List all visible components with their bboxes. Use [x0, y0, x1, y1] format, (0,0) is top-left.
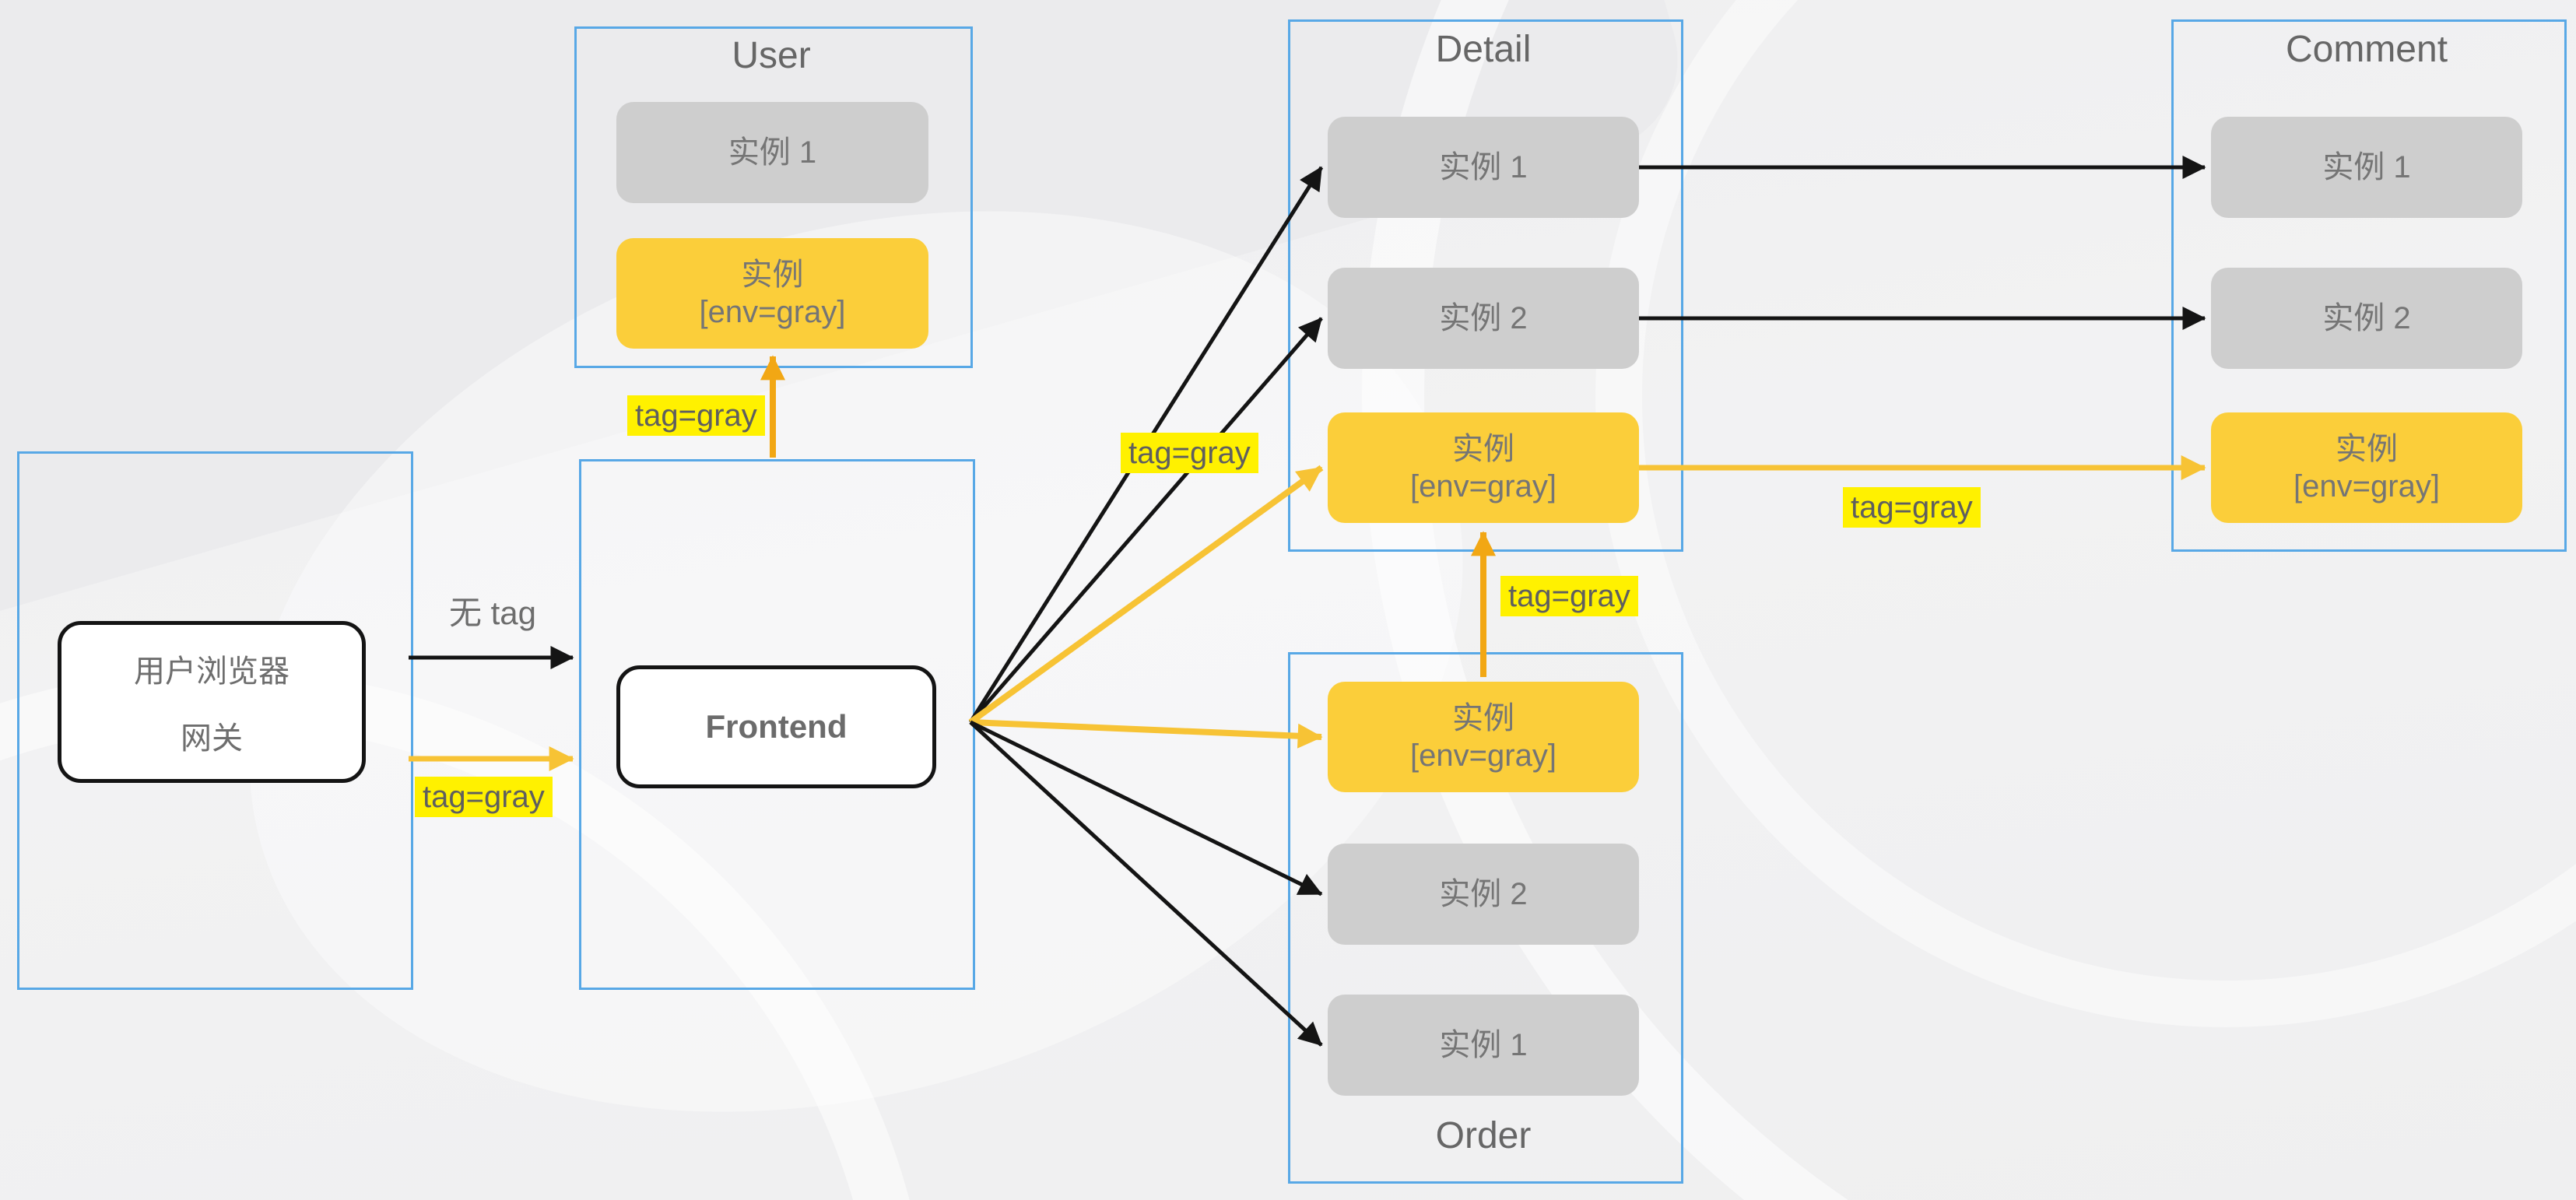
user-instance-gray-release: 实例 [env=gray]	[616, 238, 928, 349]
instance-label: 实例 2	[1439, 301, 1528, 335]
instance-label: 实例 1	[1439, 150, 1528, 184]
instance-label: 实例 2	[2322, 301, 2411, 335]
detail-instance-gray-release: 实例 [env=gray]	[1328, 412, 1639, 523]
detail-instance-2: 实例 2	[1328, 268, 1639, 369]
order-instance-2: 实例 2	[1328, 844, 1639, 945]
label-tag-gray-comment: tag=gray	[1843, 487, 1981, 528]
comment-instance-2: 实例 2	[2211, 268, 2522, 369]
label-tag-gray-order-detail: tag=gray	[1500, 576, 1638, 616]
instance-label: 实例	[741, 258, 804, 292]
frontend-label: Frontend	[705, 708, 848, 745]
detail-instance-1: 实例 1	[1328, 117, 1639, 218]
instance-label: 实例 2	[1439, 877, 1528, 911]
edge-frontend-detail-inst2	[969, 317, 1323, 724]
service-user-title: User	[732, 35, 811, 76]
instance-env-label: [env=gray]	[2293, 469, 2440, 504]
service-comment-title: Comment	[2285, 29, 2448, 70]
edge-frontend-order-inst1	[969, 721, 1323, 1047]
label-no-tag: 无 tag	[448, 595, 537, 631]
gateway-label-gateway: 网关	[181, 721, 243, 756]
edge-frontend-detail-gray	[968, 465, 1324, 725]
service-comment-container	[2171, 19, 2567, 552]
instance-label: 实例 1	[2322, 150, 2411, 184]
service-order-title: Order	[1435, 1115, 1532, 1156]
label-tag-gray-gateway: tag=gray	[415, 777, 553, 817]
instance-env-label: [env=gray]	[1410, 469, 1556, 504]
edge-frontend-order-gray	[970, 719, 1323, 749]
label-tag-gray-user: tag=gray	[627, 395, 765, 436]
instance-env-label: [env=gray]	[1410, 739, 1556, 773]
frontend-node: Frontend	[616, 665, 936, 788]
comment-instance-1: 实例 1	[2211, 117, 2522, 218]
gateway-label-browser: 用户浏览器	[134, 654, 290, 689]
order-instance-1: 实例 1	[1328, 995, 1639, 1096]
gateway-node: 用户浏览器 网关	[58, 621, 366, 783]
service-detail-title: Detail	[1435, 29, 1532, 70]
instance-label: 实例	[1452, 701, 1514, 735]
instance-label: 实例 1	[728, 135, 817, 170]
instance-label: 实例	[1452, 432, 1514, 466]
instance-env-label: [env=gray]	[699, 295, 846, 329]
user-instance-1: 实例 1	[616, 102, 928, 203]
order-instance-gray-release: 实例 [env=gray]	[1328, 682, 1639, 792]
comment-instance-gray-release: 实例 [env=gray]	[2211, 412, 2522, 523]
instance-label: 实例 1	[1439, 1028, 1528, 1062]
edge-frontend-order-inst2	[969, 720, 1323, 896]
label-tag-gray-detail: tag=gray	[1121, 433, 1258, 473]
instance-label: 实例	[2336, 432, 2398, 466]
